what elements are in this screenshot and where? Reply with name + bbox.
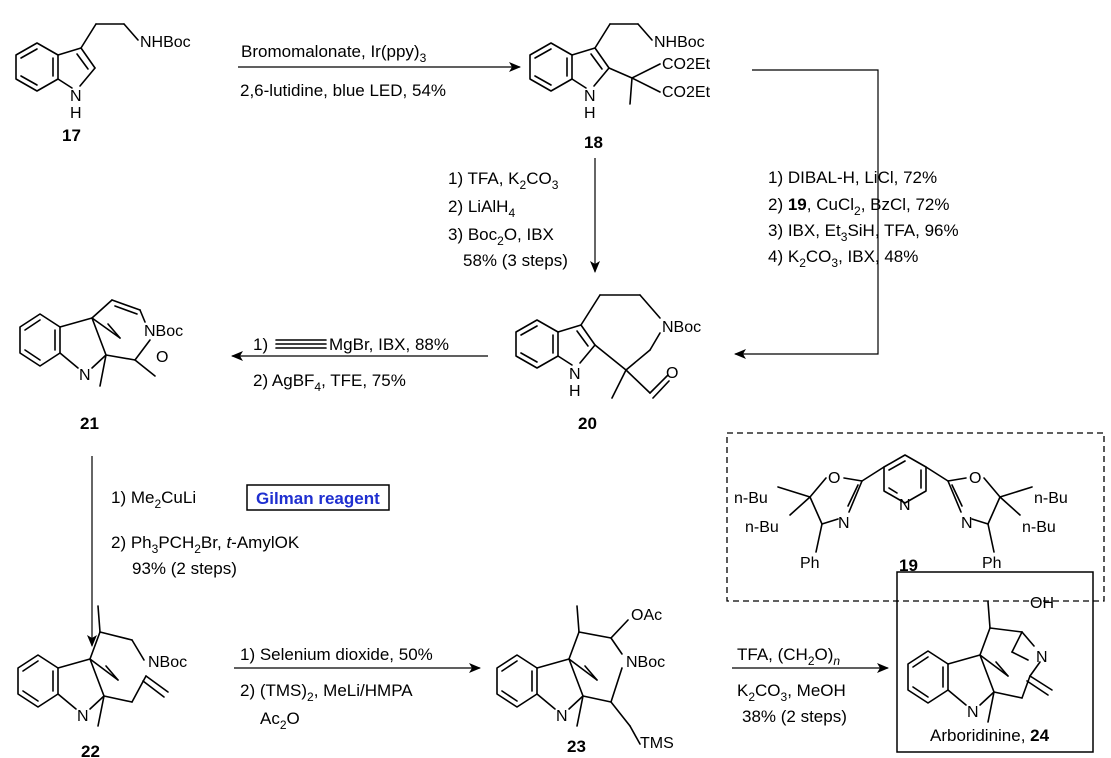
step-label: 2,6-lutidine, blue LED, 54% — [240, 81, 446, 100]
step-label: 1) DIBAL-H, LiCl, 72% — [768, 168, 937, 187]
step-label: 3) IBX, Et3SiH, TFA, 96% — [768, 221, 959, 244]
atom-label: Ph — [800, 555, 820, 572]
compound-number: 18 — [584, 133, 603, 152]
compound-number: 21 — [80, 414, 99, 433]
compound-23: OAc NBoc N TMS 23 — [496, 605, 674, 756]
step-label: 58% (3 steps) — [463, 251, 568, 270]
atom-label: O — [156, 349, 168, 366]
atom-label: H — [569, 383, 581, 400]
atom-label: NHBoc — [140, 34, 191, 51]
atom-label: OH — [1030, 595, 1054, 612]
atom-label: NBoc — [626, 654, 665, 671]
atom-label: NBoc — [662, 319, 701, 336]
atom-label: O — [666, 365, 678, 382]
compound-number: 23 — [567, 737, 586, 756]
compound-22: NBoc N 22 — [17, 605, 187, 758]
gilman-reagent-box — [246, 484, 390, 511]
atom-label: n-Bu — [745, 519, 779, 536]
atom-label: NBoc — [148, 654, 187, 671]
compound-17: NHBoc N H 17 — [15, 23, 191, 145]
atom-label: TMS — [640, 735, 674, 752]
compound-number: 22 — [81, 742, 100, 758]
step-label: 1) Selenium dioxide, 50% — [240, 645, 433, 664]
step-label: 2) 19, CuCl2, BzCl, 72% — [768, 195, 950, 218]
reaction-arrow — [734, 69, 879, 359]
step-label: 4) K2CO3, IBX, 48% — [768, 247, 918, 270]
atom-label: Ph — [982, 555, 1002, 572]
step-label: Ac2O — [260, 709, 300, 732]
atom-label: N — [961, 515, 973, 532]
compound-19: N O O N N n-Bu n-Bu n-Bu n-Bu Ph Ph 19 — [734, 454, 1068, 575]
atom-label: N — [569, 366, 581, 383]
step-label: Bromomalonate, Ir(ppy)3 — [241, 42, 427, 65]
atom-label: N — [838, 515, 850, 532]
compound-21: NBoc O N 21 — [19, 299, 183, 433]
atom-label: OAc — [631, 607, 662, 624]
compound-number: 20 — [578, 414, 597, 433]
compound-number: 17 — [62, 126, 81, 145]
atom-label: O — [828, 470, 840, 487]
product-box — [896, 571, 1094, 753]
compound-24: OH N N Arboridinine, 24 — [907, 595, 1054, 745]
atom-label: CO2Et — [662, 56, 711, 73]
gilman-reagent-label: Gilman reagent — [256, 489, 380, 508]
atom-label: n-Bu — [1034, 490, 1068, 507]
ethynyl-bond — [275, 339, 327, 349]
compound-19-box — [726, 432, 1105, 602]
compound-18: NHBoc CO2Et CO2Et N H 18 — [529, 23, 711, 152]
step-label: 38% (2 steps) — [742, 707, 847, 726]
step-label: 2) Ph3PCH2Br, t-AmylOK — [111, 533, 300, 556]
atom-label: O — [969, 470, 981, 487]
atom-label: N — [899, 497, 911, 514]
step-label: 93% (2 steps) — [132, 559, 237, 578]
atom-label: N — [1036, 649, 1048, 666]
step-label: K2CO3, MeOH — [737, 681, 846, 704]
atom-label: H — [70, 105, 82, 122]
compound-20: NBoc O N H 20 — [515, 294, 701, 433]
compound-number: 19 — [899, 556, 918, 575]
atom-label: H — [584, 105, 596, 122]
atom-label: N — [556, 708, 568, 725]
step-label: MgBr, IBX, 88% — [329, 335, 449, 354]
atom-label: N — [584, 88, 596, 105]
atom-label: NBoc — [144, 323, 183, 340]
atom-label: N — [967, 704, 979, 721]
step-label: 2) (TMS)2, MeLi/HMPA — [240, 681, 413, 704]
atom-label: n-Bu — [1022, 519, 1056, 536]
step-label: 1) — [253, 335, 268, 354]
atom-label: CO2Et — [662, 84, 711, 101]
compound-name: Arboridinine, 24 — [930, 726, 1050, 745]
atom-label: NHBoc — [654, 34, 705, 51]
step-label: TFA, (CH2O)n — [737, 645, 840, 668]
step-label: 1) Me2CuLi — [111, 488, 196, 511]
atom-label: N — [77, 708, 89, 725]
atom-label: N — [79, 367, 91, 384]
atom-label: N — [70, 88, 82, 105]
atom-label: n-Bu — [734, 490, 768, 507]
step-label: 1) TFA, K2CO3 — [448, 169, 559, 192]
step-label: 2) LiAlH4 — [448, 197, 515, 220]
step-label: 3) Boc2O, IBX — [448, 225, 554, 248]
step-label: 2) AgBF4, TFE, 75% — [253, 371, 406, 394]
